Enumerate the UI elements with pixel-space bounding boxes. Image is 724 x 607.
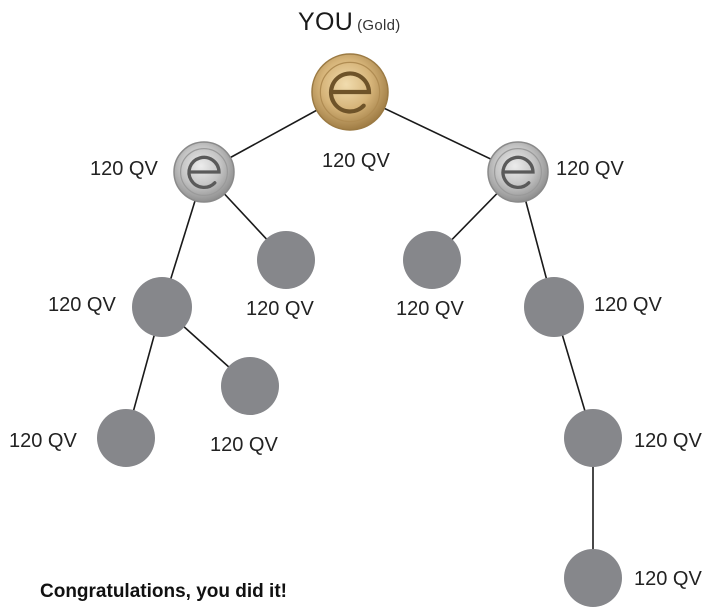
node-circle-R1b: [524, 277, 584, 337]
node-qv-label-L2b: 120 QV: [210, 434, 278, 456]
congratulations-message: Congratulations, you did it!: [40, 581, 287, 602]
node-qv-label-R1a: 120 QV: [396, 298, 464, 320]
node-circle-R3: [564, 549, 622, 607]
node-circle-L1b: [257, 231, 315, 289]
node-circle-R1a: [403, 231, 461, 289]
tree-node-L1b[interactable]: [257, 231, 315, 289]
tree-node-R1a[interactable]: [403, 231, 461, 289]
node-qv-label-L1: 120 QV: [90, 158, 158, 180]
tree-node-L2b[interactable]: [221, 357, 279, 415]
tree-node-L2a[interactable]: [97, 409, 155, 467]
root-title: YOU(Gold): [298, 8, 401, 37]
coin-inner-ring-root: [319, 61, 381, 123]
e-logo-icon-R1: [501, 155, 535, 190]
coin-inner-ring-R1: [494, 148, 543, 197]
node-circle-L1a: [132, 277, 192, 337]
coin-inner-ring-L1: [180, 148, 229, 197]
root-qv-label: 120 QV: [322, 150, 390, 172]
node-circle-L2b: [221, 357, 279, 415]
node-circle-R2: [564, 409, 622, 467]
node-qv-label-L1a: 120 QV: [48, 294, 116, 316]
node-qv-label-R1: 120 QV: [556, 158, 624, 180]
root-title-you: YOU: [298, 8, 354, 36]
tree-node-R3[interactable]: [564, 549, 622, 607]
e-logo-icon-L1: [187, 155, 221, 190]
root-rank: (Gold): [357, 17, 401, 34]
node-qv-label-R1b: 120 QV: [594, 294, 662, 316]
node-qv-label-R3: 120 QV: [634, 568, 702, 590]
e-logo-icon-root: [328, 71, 372, 114]
tree-node-R1b[interactable]: [524, 277, 584, 337]
tree-node-root[interactable]: [311, 53, 389, 131]
node-qv-label-L2a: 120 QV: [9, 430, 77, 452]
tree-node-R1[interactable]: [487, 141, 549, 203]
node-qv-label-L1b: 120 QV: [246, 298, 314, 320]
node-circle-L2a: [97, 409, 155, 467]
tree-node-L1[interactable]: [173, 141, 235, 203]
tree-node-L1a[interactable]: [132, 277, 192, 337]
node-qv-label-R2: 120 QV: [634, 430, 702, 452]
tree-node-R2[interactable]: [564, 409, 622, 467]
